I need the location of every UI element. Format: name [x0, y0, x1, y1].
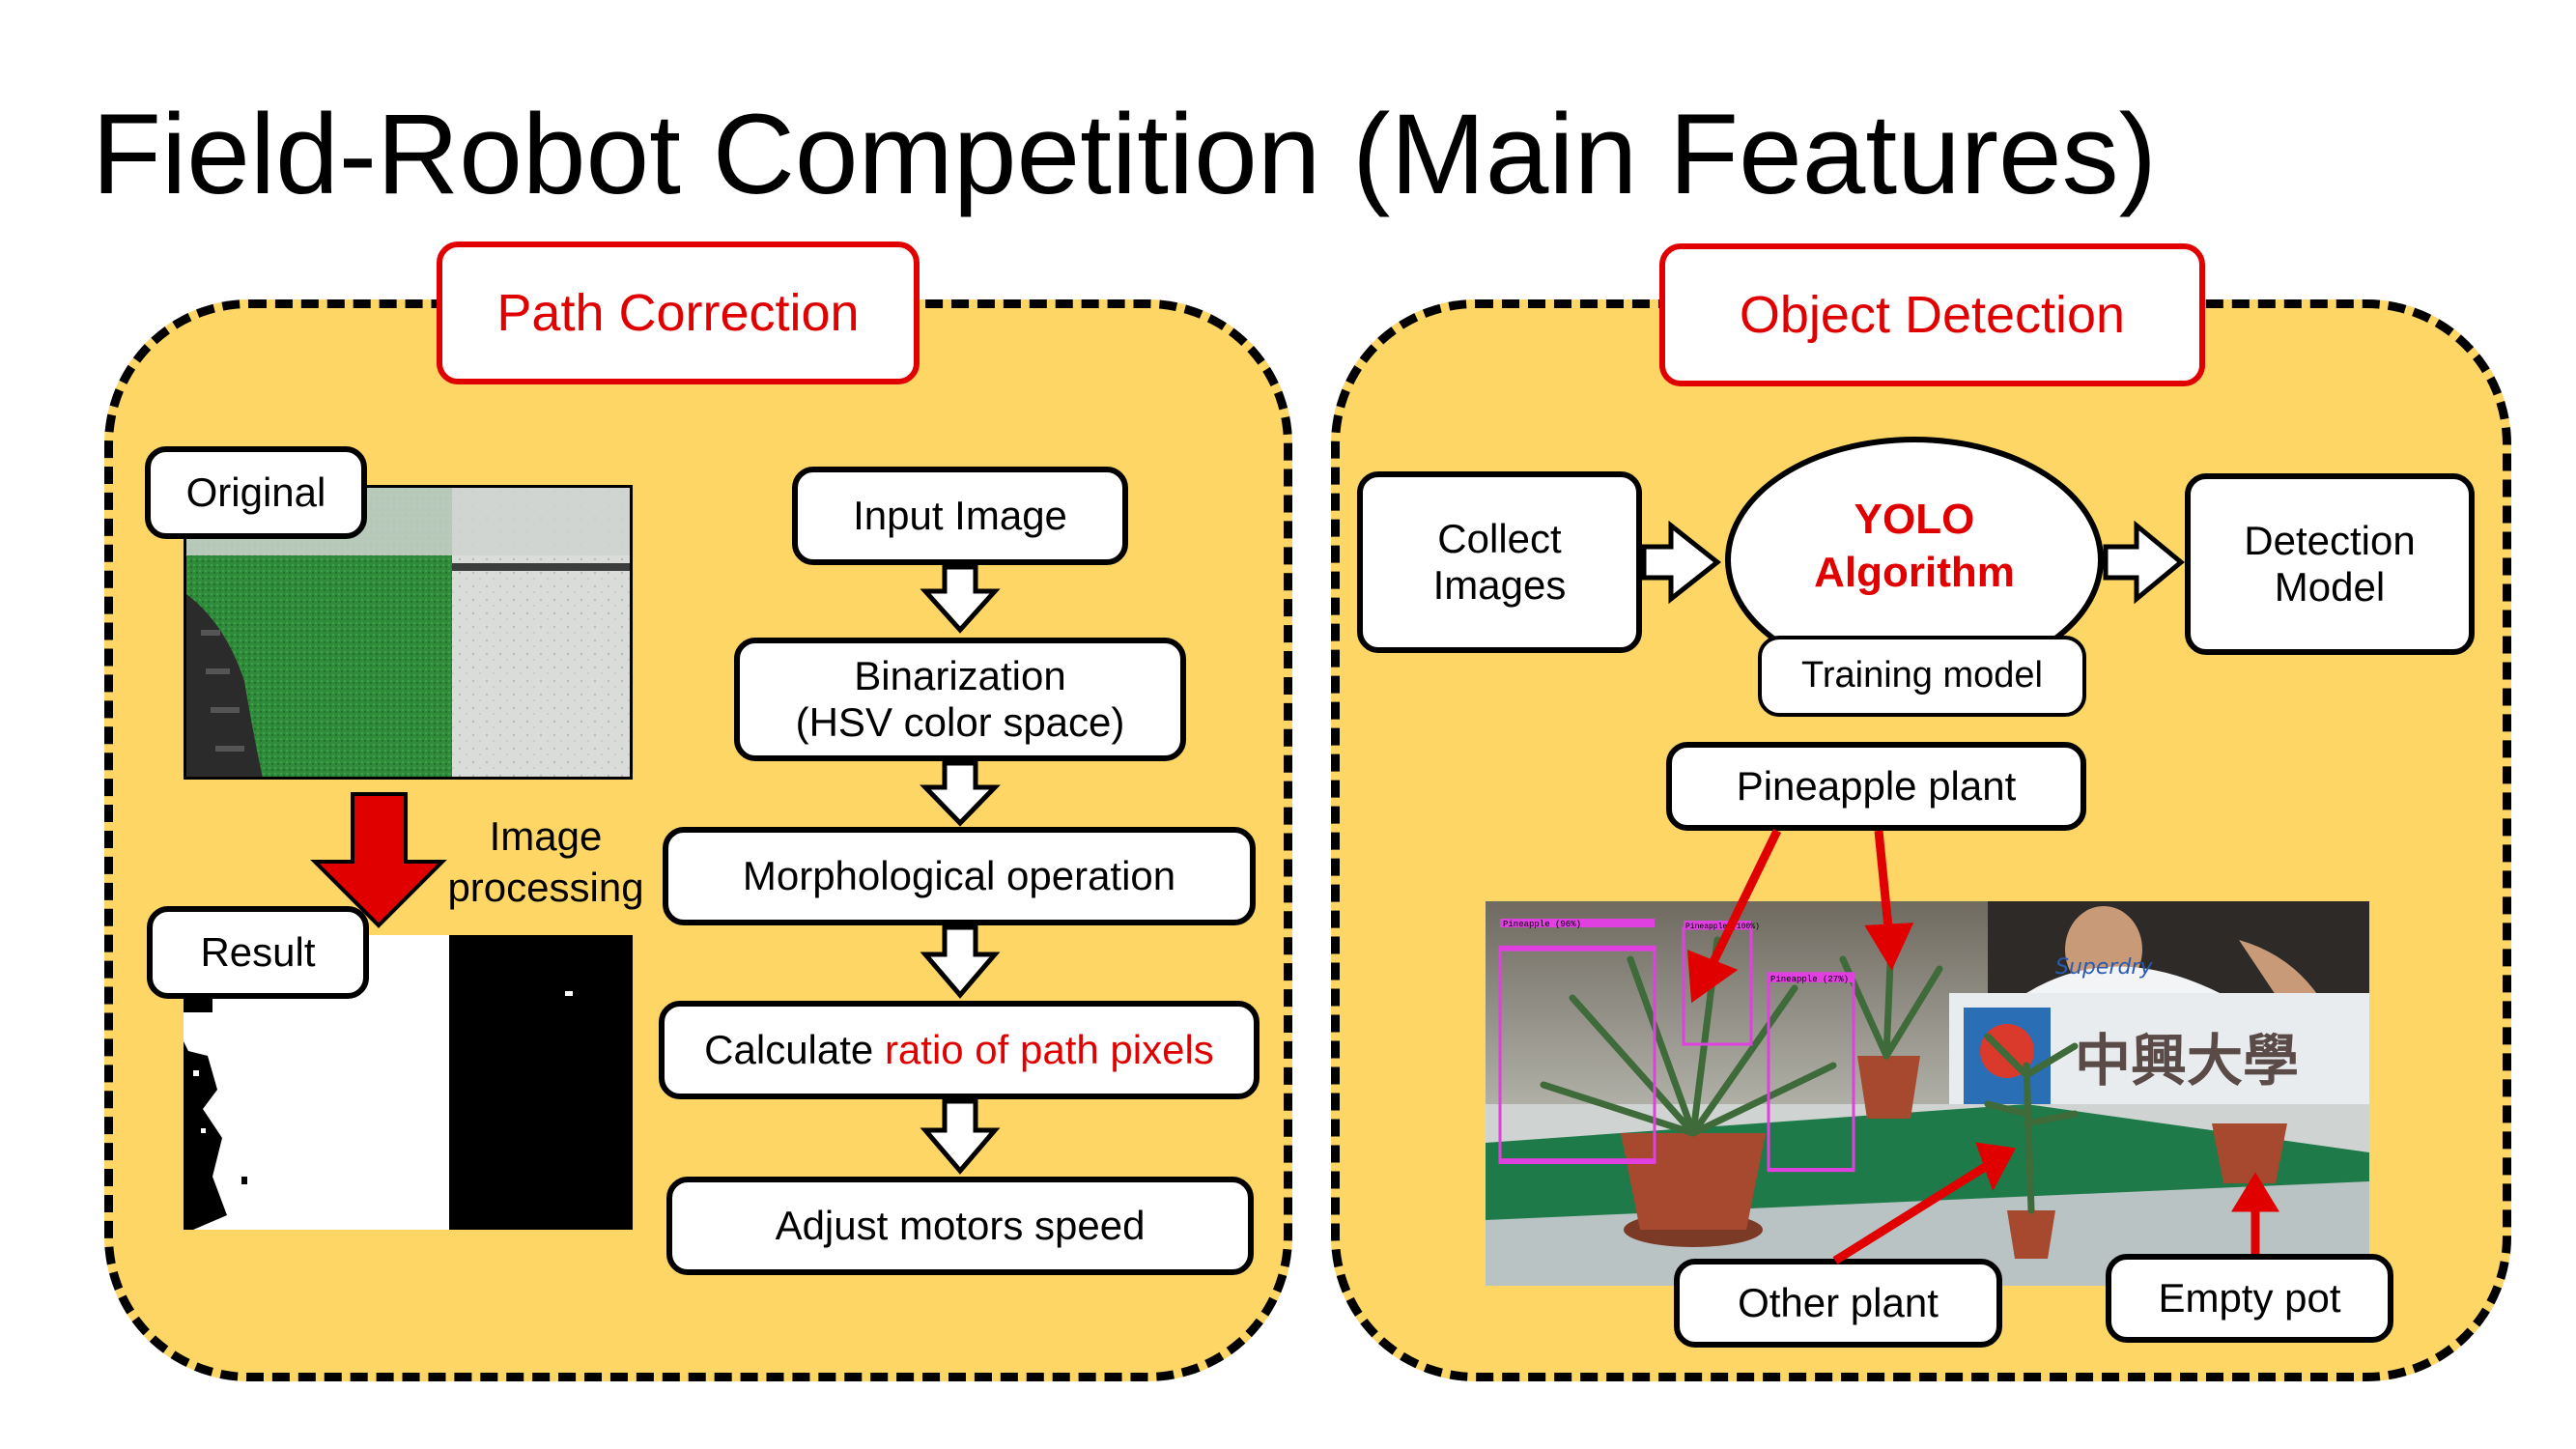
image-processing-caption: Image processing [435, 811, 657, 913]
collect-line2: Images [1432, 562, 1567, 608]
image-processing-line2: processing [447, 864, 644, 910]
detection-label-2: Pineapple (100%) [1685, 923, 1760, 931]
flow-adjust-motors-text: Adjust motors speed [775, 1202, 1146, 1248]
flow-calculate-ratio: Calculate ratio of path pixels [659, 1001, 1260, 1099]
detection-photo-graphic: Pineapple (96%) Pineapple (100%) Pineapp… [1486, 901, 2369, 1286]
pineapple-plant-text: Pineapple plant [1736, 762, 2017, 809]
sign-chinese-text: 中興大學 [2075, 1028, 2299, 1094]
flow-binarization-line2: (HSV color space) [795, 699, 1125, 745]
detection-label-3: Pineapple (27%) [1770, 975, 1849, 984]
path-correction-heading-text: Path Correction [496, 284, 860, 342]
page-title: Field-Robot Competition (Main Features) [92, 91, 2157, 218]
result-label: Result [147, 906, 369, 999]
training-model-text: Training model [1801, 655, 2043, 696]
flow-morphological-text: Morphological operation [742, 852, 1176, 898]
flow-morphological: Morphological operation [663, 827, 1256, 925]
flow-calculate-highlight: ratio of path pixels [884, 1026, 1214, 1072]
detection-line2: Model [2274, 564, 2386, 610]
original-label: Original [145, 446, 367, 539]
object-detection-heading: Object Detection [1659, 243, 2205, 386]
training-model-box: Training model [1758, 636, 2086, 717]
flow-binarization: Binarization (HSV color space) [734, 638, 1186, 761]
collect-line1: Collect [1437, 515, 1562, 561]
detection-model-box: Detection Model [2185, 473, 2475, 655]
flow-adjust-motors: Adjust motors speed [666, 1177, 1254, 1275]
detection-photo: Pineapple (96%) Pineapple (100%) Pineapp… [1486, 901, 2369, 1286]
object-detection-heading-text: Object Detection [1739, 286, 2126, 344]
pineapple-plant-label: Pineapple plant [1666, 742, 2086, 831]
yolo-line1: YOLO [1854, 495, 1975, 543]
flow-binarization-line1: Binarization [854, 652, 1066, 698]
empty-pot-text: Empty pot [2158, 1274, 2341, 1321]
other-plant-text: Other plant [1738, 1279, 1939, 1325]
original-label-text: Original [185, 469, 326, 515]
detection-line1: Detection [2244, 517, 2416, 563]
other-plant-label: Other plant [1674, 1259, 2002, 1348]
flow-input-image: Input Image [792, 467, 1128, 565]
flow-calculate-prefix: Calculate [704, 1026, 885, 1072]
detection-label-1: Pineapple (96%) [1503, 920, 1581, 929]
flow-calculate-ratio-text: Calculate ratio of path pixels [704, 1027, 1214, 1073]
yolo-line2: Algorithm [1814, 548, 2015, 596]
shirt-text: Superdry [2055, 955, 2153, 980]
image-processing-line1: Image [489, 813, 603, 859]
flow-input-image-text: Input Image [853, 492, 1067, 538]
path-correction-heading: Path Correction [437, 242, 920, 384]
empty-pot-label: Empty pot [2106, 1254, 2393, 1343]
collect-images-box: Collect Images [1357, 471, 1642, 653]
result-label-text: Result [200, 928, 316, 975]
